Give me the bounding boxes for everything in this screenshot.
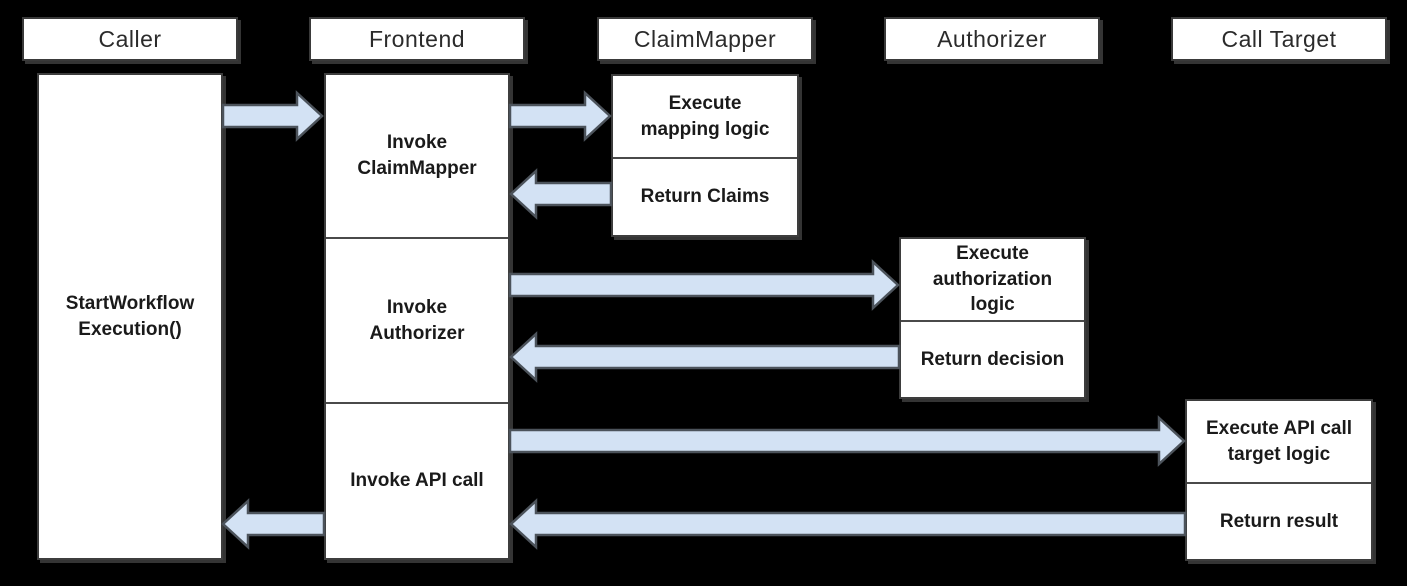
lane-header-caller-label: Caller [98,25,162,52]
task-return-result-label: Return result [1219,510,1339,532]
arrow-authorizer-to-frontend [509,331,901,383]
task-return-decision-label: Return decision [920,348,1065,370]
task-return-claims: Return Claims [613,157,797,235]
task-execute-api-call-target-logic-label: Execute API call target logic [1205,417,1353,465]
task-invoke-api-call: Invoke API call [326,402,508,558]
task-invoke-authorizer: Invoke Authorizer [326,237,508,402]
lane-header-claimmapper: ClaimMapper [597,17,813,61]
task-start-workflow-execution: StartWorkflow Execution() [39,75,221,558]
task-return-decision: Return decision [901,320,1084,397]
lane-header-authorizer-label: Authorizer [937,25,1047,52]
task-invoke-authorizer-label: Invoke Authorizer [369,296,465,344]
arrow-frontend-to-caller [221,498,326,550]
authorizer-activation-box: Execute authorization logic Return decis… [899,237,1086,399]
arrow-frontend-to-call-target [508,415,1186,467]
lane-header-frontend-label: Frontend [368,25,466,52]
task-invoke-api-call-label: Invoke API call [350,470,484,492]
arrow-claimmapper-to-frontend [509,168,613,220]
arrow-call-target-to-frontend [509,498,1187,550]
task-execute-mapping-logic-label: Execute mapping logic [640,92,770,140]
claimmapper-activation-box: Execute mapping logic Return Claims [611,74,799,237]
arrow-caller-to-frontend [221,90,324,142]
task-invoke-claimmapper-label: Invoke ClaimMapper [357,132,477,179]
task-execute-mapping-logic: Execute mapping logic [613,76,797,157]
lane-header-frontend: Frontend [309,17,525,61]
task-invoke-claimmapper: Invoke ClaimMapper [326,75,508,237]
task-return-result: Return result [1187,482,1371,559]
call-target-activation-box: Execute API call target logic Return res… [1185,399,1373,561]
lane-header-claimmapper-label: ClaimMapper [633,25,777,52]
task-execute-api-call-target-logic: Execute API call target logic [1187,401,1371,482]
lane-header-call-target-label: Call Target [1221,25,1337,52]
lane-header-caller: Caller [22,17,238,61]
arrow-frontend-to-authorizer [508,259,900,311]
task-execute-authorization-logic-label: Execute authorization logic [932,243,1053,316]
task-return-claims-label: Return Claims [640,186,770,208]
lane-header-authorizer: Authorizer [884,17,1100,61]
frontend-activation-box: Invoke ClaimMapper Invoke Authorizer Inv… [324,73,510,560]
lane-header-call-target: Call Target [1171,17,1387,61]
task-execute-authorization-logic: Execute authorization logic [901,239,1084,320]
caller-activation-box: StartWorkflow Execution() [37,73,223,560]
task-start-workflow-execution-label: StartWorkflow Execution() [65,292,195,340]
arrow-frontend-to-claimmapper [508,90,612,142]
